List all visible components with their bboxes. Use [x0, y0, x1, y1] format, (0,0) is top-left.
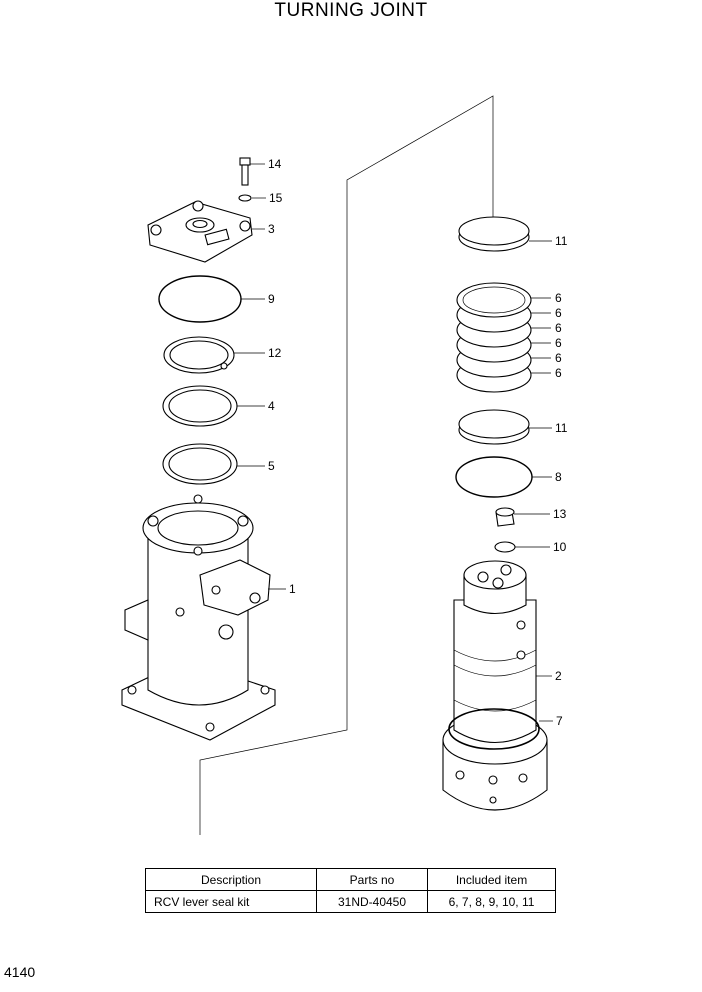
part-7-o-ring — [448, 708, 540, 750]
header-parts-no: Parts no — [316, 868, 428, 891]
callout-9: 9 — [268, 292, 275, 306]
part-1-hub-body — [121, 494, 276, 741]
callout-14: 14 — [268, 157, 282, 171]
part-11-lower-ring — [458, 409, 530, 445]
cell-included-item: 6, 7, 8, 9, 10, 11 — [427, 890, 556, 913]
callout-4: 4 — [268, 399, 275, 413]
callout-7: 7 — [556, 714, 563, 728]
callout-11-lower: 11 — [555, 421, 568, 435]
part-10-o-ring — [494, 541, 516, 553]
part-4-ring — [162, 385, 238, 427]
header-description: Description — [145, 868, 317, 891]
part-14-bolt — [239, 157, 251, 186]
exploded-parts-diagram: 14 15 3 9 12 4 5 1 11 6 6 6 6 6 6 11 8 1… — [121, 95, 568, 835]
part-8-o-ring — [455, 456, 533, 498]
callout-13: 13 — [553, 507, 567, 521]
callout-6-b: 6 — [555, 306, 562, 320]
leader-lines — [234, 163, 553, 722]
part-5-ring — [162, 443, 238, 485]
part-2-swivel-shaft — [442, 560, 548, 811]
callout-6-d: 6 — [555, 336, 562, 350]
callout-6-c: 6 — [555, 321, 562, 335]
table-row: RCV lever seal kit 31ND-40450 6, 7, 8, 9… — [145, 890, 556, 913]
part-9-o-ring — [158, 275, 242, 323]
callout-15: 15 — [269, 191, 283, 205]
part-13-plug — [495, 507, 515, 527]
part-12-retaining-ring — [163, 336, 235, 374]
part-3-cover — [147, 200, 253, 263]
callout-labels: 14 15 3 9 12 4 5 1 11 6 6 6 6 6 6 11 8 1… — [268, 157, 568, 728]
callout-10: 10 — [553, 540, 567, 554]
table-header-row: Description Parts no Included item — [145, 868, 556, 891]
callout-8: 8 — [555, 470, 562, 484]
seal-kit-table: Description Parts no Included item RCV l… — [145, 868, 556, 913]
callout-1: 1 — [289, 582, 296, 596]
callout-2: 2 — [555, 669, 562, 683]
page-title: TURNING JOINT — [274, 0, 428, 21]
header-included-item: Included item — [427, 868, 556, 891]
page-number: 4140 — [4, 964, 36, 980]
callout-5: 5 — [268, 459, 275, 473]
callout-3: 3 — [268, 222, 275, 236]
callout-6-a: 6 — [555, 291, 562, 305]
callout-6-e: 6 — [555, 351, 562, 365]
callout-6-f: 6 — [555, 366, 562, 380]
callout-11-top: 11 — [555, 234, 568, 248]
cell-parts-no: 31ND-40450 — [316, 890, 428, 913]
cell-description: RCV lever seal kit — [145, 890, 317, 913]
part-15-washer — [238, 194, 252, 202]
part-11-top-ring — [458, 216, 530, 252]
callout-12: 12 — [268, 346, 282, 360]
assembly-guide-line — [199, 95, 494, 835]
part-6-seal-stack — [456, 282, 532, 393]
